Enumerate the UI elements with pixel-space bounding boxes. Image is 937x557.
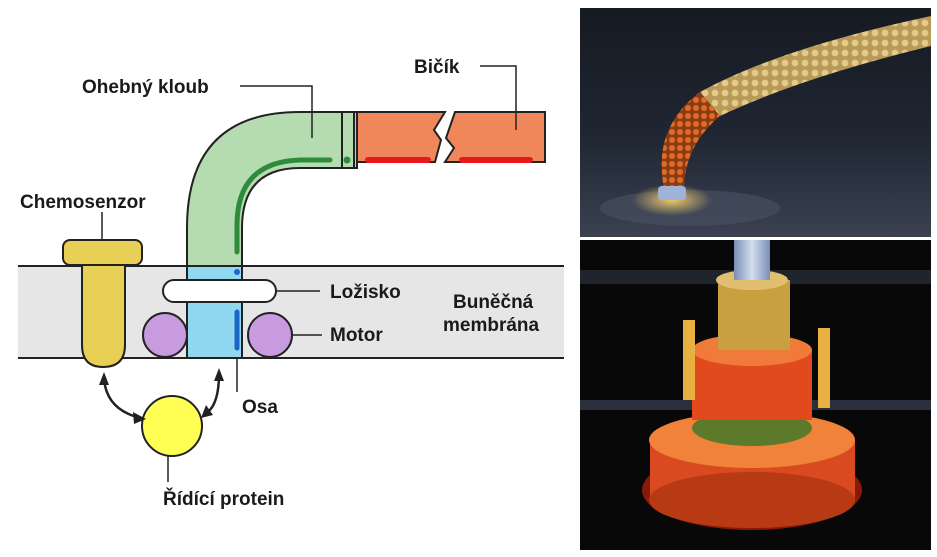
- hook-green-dot: [343, 156, 351, 164]
- label-axis: Osa: [242, 397, 278, 418]
- arrow-chemosensor-protein: [102, 377, 142, 420]
- hook-green-mark: [234, 157, 333, 255]
- arrowhead-3: [214, 368, 224, 381]
- motor-left: [142, 312, 188, 358]
- label-chemosensor: Chemosenzor: [20, 192, 146, 213]
- arrowhead-1: [99, 372, 109, 385]
- chemosensor-head: [62, 239, 143, 266]
- label-motor: Motor: [330, 325, 383, 346]
- label-hook: Ohebný kloub: [82, 77, 209, 98]
- axis-blue-dot: [234, 269, 240, 275]
- filament-segment: [700, 16, 931, 116]
- base-bottom: [649, 472, 855, 528]
- hook-leader: [240, 85, 313, 138]
- motor-render: [580, 240, 931, 550]
- diagram-svg: [18, 65, 564, 482]
- chemosensor-stem: [81, 263, 126, 369]
- arrowhead-2: [133, 412, 146, 424]
- motor-right: [247, 312, 293, 358]
- hook-shape: [186, 111, 358, 283]
- stator-right: [818, 328, 830, 408]
- flagellum-leader: [480, 65, 517, 130]
- diagram-panel: Bičík Ohebný kloub Chemosenzor Ložisko B…: [18, 57, 564, 510]
- hook-segment: [661, 92, 720, 190]
- flagellum-left-part: [356, 111, 447, 163]
- stator-left: [683, 320, 695, 400]
- base-ring: [658, 186, 686, 200]
- upper-rings: [718, 280, 790, 350]
- motor-photo: [580, 240, 931, 550]
- label-flagellum: Bičík: [414, 57, 460, 78]
- label-control-protein: Řídící protein: [163, 489, 285, 510]
- control-protein: [141, 395, 203, 457]
- flagellum-render: [580, 8, 931, 237]
- flagellum-right-part: [443, 111, 546, 163]
- label-membrane-line2: membrána: [443, 315, 540, 336]
- label-membrane-line1: Buněčná: [453, 292, 534, 313]
- flagellum-photo: [580, 8, 931, 237]
- rod: [734, 240, 770, 280]
- label-bearing: Ložisko: [330, 282, 401, 303]
- arrowhead-4: [201, 405, 213, 418]
- bearing: [162, 279, 277, 303]
